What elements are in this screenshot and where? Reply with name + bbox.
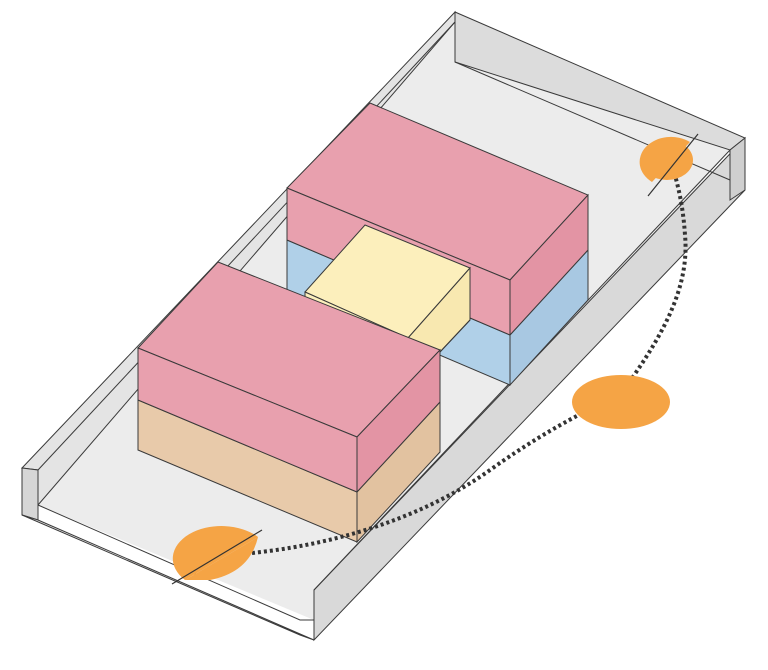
sun-sunset bbox=[639, 133, 699, 197]
site-wall-right-end bbox=[729, 136, 746, 201]
core-edge bbox=[439, 319, 471, 353]
site-wall-left-end bbox=[21, 467, 39, 521]
sun-sunset-horizon bbox=[647, 133, 699, 197]
front-block-side bbox=[356, 348, 441, 494]
site-inner-edge-2 bbox=[37, 21, 456, 471]
sun-sunrise-fill bbox=[185, 537, 258, 580]
sun-sunset-body bbox=[641, 140, 693, 180]
sun-noon bbox=[572, 375, 670, 429]
front-massing-block bbox=[137, 261, 441, 544]
sun-sunrise bbox=[171, 526, 263, 585]
sun-sunrise-horizon bbox=[171, 529, 263, 585]
back-block-side bbox=[509, 193, 589, 337]
site-front-lip bbox=[37, 504, 315, 640]
sun-path-group bbox=[171, 133, 699, 585]
sun-sunrise-disk bbox=[172, 526, 258, 580]
